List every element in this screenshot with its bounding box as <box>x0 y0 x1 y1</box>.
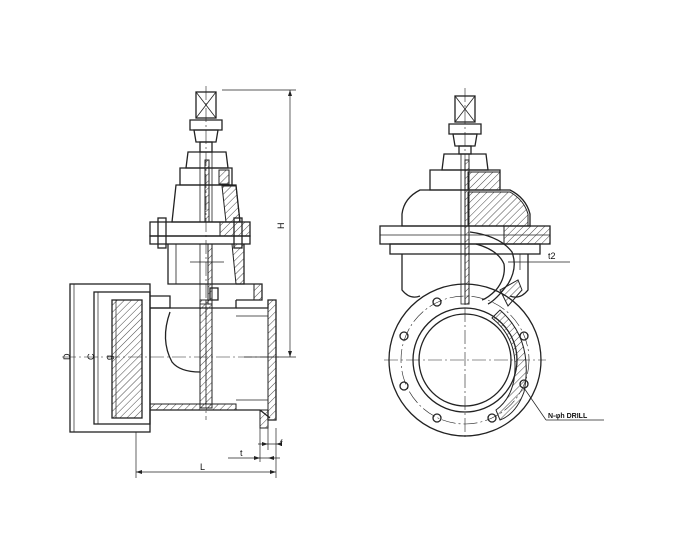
dim-t: t <box>228 428 280 462</box>
side-view: H D C g L t <box>62 86 296 478</box>
dim-f: f <box>258 428 283 450</box>
dim-h: H <box>222 89 296 358</box>
dim-drill-label: N-φh DRILL <box>548 413 588 420</box>
wedge-front <box>401 231 529 307</box>
spigot-flange-side <box>236 299 277 429</box>
bonnet-flange-front <box>379 225 551 255</box>
dim-l-label: L <box>200 462 205 472</box>
dim-drill: N-φh DRILL <box>523 387 604 421</box>
dim-g-label: g <box>104 355 114 360</box>
dim-c-label: C <box>86 353 96 360</box>
body-side <box>149 299 271 419</box>
front-view: t2 N-φh DRILL <box>379 88 604 440</box>
stuffing-box-side <box>171 151 241 223</box>
bolt-hole <box>399 381 409 391</box>
dim-d-label: D <box>62 353 72 360</box>
bolt-hole <box>399 331 409 341</box>
dim-diameters: D C g <box>62 284 117 432</box>
dim-t2-label: t2 <box>548 251 556 261</box>
dim-l: L <box>135 428 277 478</box>
socket-end-side <box>69 283 171 433</box>
dim-h-label: H <box>276 223 286 230</box>
gland-front <box>401 153 531 305</box>
bolt-hole <box>519 331 529 341</box>
dim-t-label: t <box>240 448 243 458</box>
bolt-hole <box>487 413 497 423</box>
dim-t2: t2 <box>519 251 570 270</box>
bonnet-flange-side <box>149 217 251 249</box>
bolt-hole <box>432 413 442 423</box>
bolt-hole <box>432 297 442 307</box>
dim-f-label: f <box>280 438 283 448</box>
body-upper-flange-side <box>236 283 263 301</box>
